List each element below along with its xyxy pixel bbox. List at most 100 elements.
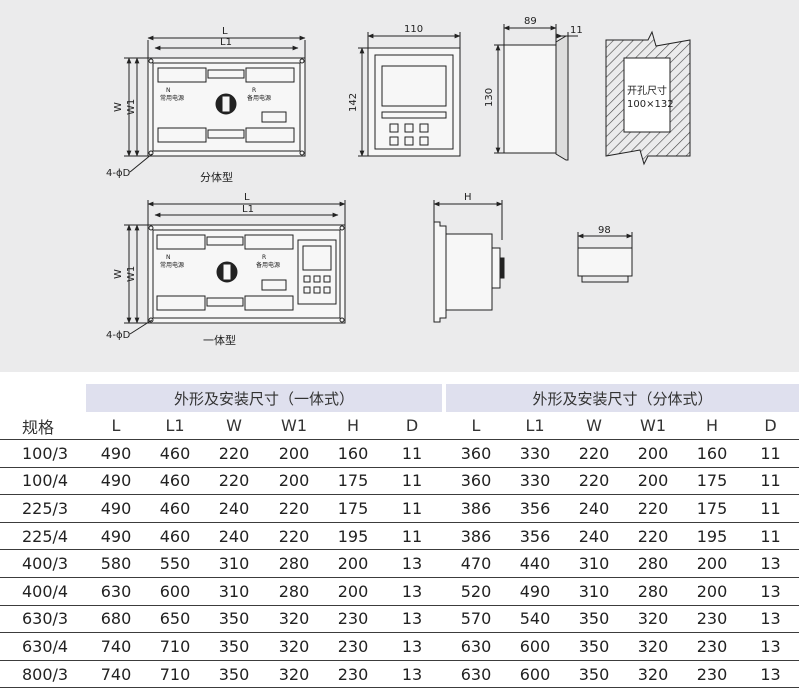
value-cell: 310 [564, 549, 625, 578]
value-cell: 11 [382, 521, 443, 550]
value-cell: 490 [86, 439, 146, 468]
value-cell: 330 [506, 439, 565, 468]
column-header: L [111, 416, 121, 435]
value-cell: 360 [446, 439, 507, 468]
value-cell: 356 [506, 494, 565, 523]
value-cell: 11 [382, 466, 443, 495]
split-dim-W1: W1 [126, 99, 137, 115]
column-header: H [706, 416, 719, 435]
value-cell: 310 [204, 549, 264, 578]
value-cell: 460 [146, 439, 204, 468]
value-cell: 320 [624, 659, 683, 688]
spec-cell: 800/3 [0, 659, 86, 688]
value-cell: 280 [624, 576, 683, 606]
value-cell: 520 [446, 576, 507, 606]
integrated-type-front-view [124, 200, 346, 335]
value-cell: 310 [564, 576, 625, 606]
cutout-title: 开孔尺寸 [627, 84, 667, 97]
value-cell: 175 [324, 466, 382, 495]
value-cell: 240 [204, 494, 264, 523]
value-cell: 175 [682, 466, 743, 495]
integrated-controller-view [577, 232, 633, 283]
integrated-side-view [433, 200, 505, 323]
split-n-letter: N [166, 87, 171, 94]
value-cell: 710 [146, 659, 204, 688]
value-cell: 230 [682, 604, 743, 633]
value-cell: 13 [742, 576, 799, 606]
value-cell: 200 [264, 466, 324, 495]
dimension-drawings: L L1 W W1 4-ϕD N 常用电源 R 备用电源 分体型 110 142… [0, 0, 799, 372]
controller-width: 110 [404, 24, 423, 35]
value-cell: 200 [264, 439, 324, 468]
value-cell: 175 [324, 494, 382, 523]
value-cell: 320 [264, 632, 324, 661]
split-r-letter: R [252, 87, 256, 94]
value-cell: 11 [382, 439, 443, 468]
value-cell: 220 [264, 521, 324, 550]
split-type-front-view [124, 35, 306, 173]
value-cell: 11 [742, 439, 799, 468]
split-dim-L: L [222, 26, 228, 37]
value-cell: 350 [564, 604, 625, 633]
spec-cell: 400/3 [0, 549, 86, 578]
integrated-dim-W1: W1 [126, 266, 137, 282]
value-cell: 490 [506, 576, 565, 606]
column-gap [442, 549, 447, 578]
group-gap [442, 384, 447, 412]
value-cell: 490 [86, 494, 146, 523]
integrated-dim-hole: 4-ϕD [106, 330, 131, 341]
controller-side-view [494, 24, 578, 161]
group-corner [0, 384, 86, 412]
value-cell: 230 [324, 632, 382, 661]
column-header: W1 [281, 416, 307, 435]
spec-column-header: 规格 [22, 417, 55, 437]
panel-cutout-view [605, 30, 691, 166]
value-cell: 200 [682, 576, 743, 606]
column-header: H [346, 416, 360, 435]
spec-cell: 100/4 [0, 466, 86, 495]
value-cell: 13 [742, 549, 799, 578]
value-cell: 240 [564, 521, 625, 550]
split-dim-hole: 4-ϕD [106, 168, 131, 179]
value-cell: 320 [624, 604, 683, 633]
integrated-controller-width: 98 [598, 225, 611, 236]
value-cell: 13 [382, 576, 443, 606]
spec-cell: 225/4 [0, 521, 86, 550]
value-cell: 11 [742, 521, 799, 550]
value-cell: 195 [682, 521, 743, 550]
value-cell: 220 [624, 521, 683, 550]
spec-table: 外形及安装尺寸（一体式） 外形及安装尺寸（分体式） 规格 L L1 W W1 H… [0, 384, 799, 688]
value-cell: 200 [324, 549, 382, 578]
value-cell: 13 [742, 659, 799, 688]
value-cell: 490 [86, 466, 146, 495]
value-cell: 230 [682, 632, 743, 661]
value-cell: 330 [506, 466, 565, 495]
column-header: L1 [165, 416, 185, 435]
controller-height: 142 [348, 93, 359, 112]
spec-cell: 400/4 [0, 576, 86, 606]
column-header: D [764, 416, 777, 435]
value-cell: 13 [382, 604, 443, 633]
value-cell: 220 [564, 439, 625, 468]
value-cell: 540 [506, 604, 565, 633]
value-cell: 360 [446, 466, 507, 495]
column-gap [442, 439, 447, 468]
value-cell: 350 [204, 632, 264, 661]
controller-side-height: 130 [484, 88, 495, 107]
value-cell: 230 [324, 604, 382, 633]
value-cell: 460 [146, 494, 204, 523]
integrated-dim-W: W [113, 269, 124, 279]
integrated-dim-H: H [464, 192, 472, 203]
split-caption: 分体型 [200, 170, 233, 184]
column-gap [442, 521, 447, 550]
value-cell: 200 [324, 576, 382, 606]
value-cell: 13 [382, 549, 443, 578]
integrated-caption: 一体型 [203, 333, 236, 347]
